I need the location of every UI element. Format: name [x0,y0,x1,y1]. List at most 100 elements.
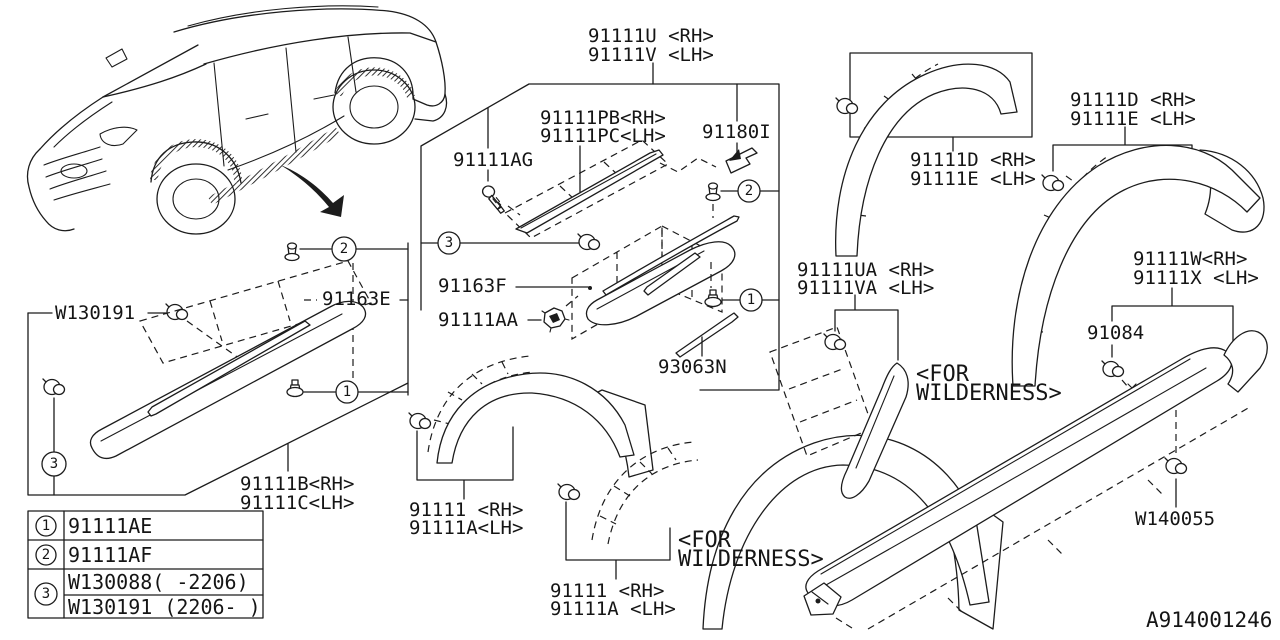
pointer-arrow [282,166,344,217]
group-arch-rear-2: 91111D <RH> 91111E <LH> [1011,89,1265,387]
ref-circle-2-number: 2 [745,183,753,199]
note-for-wilderness-line1: <FOR [678,528,732,553]
label-91111e-lh-2[interactable]: 91111E <LH> [1070,108,1196,130]
ref-circle-1[interactable] [335,380,359,404]
label-91111ag[interactable]: 91111AG [453,149,533,171]
arch-molding-part [1011,144,1261,387]
label-91111pc-lh[interactable]: 91111PC<LH> [540,125,666,147]
label-91111x-lh[interactable]: 91111X <LH> [1133,267,1259,289]
group-side-molding-set: 91111U <RH> 91111V <LH> 91111PB<RH> 9111… [420,25,780,391]
clip-icon [1041,174,1065,192]
molding-edge-trim [602,215,740,296]
clip-icon [1101,360,1125,378]
label-91111c-lh[interactable]: 91111C<LH> [240,492,354,514]
ref-circle-3-number: 3 [50,456,58,472]
label-91111u-rh[interactable]: 91111U <RH> [588,25,714,47]
legend-ref-1: 1 [42,518,50,534]
legend-ref-circle-3 [34,582,58,606]
label-91111w-rh[interactable]: 91111W<RH> [1133,248,1247,270]
ref-circle-2[interactable] [331,236,357,262]
label-91180i[interactable]: 91180I [702,121,771,143]
clip-icon [823,333,847,351]
label-91111aa[interactable]: 91111AA [438,309,519,331]
car-illustration [26,5,448,235]
legend-ref-3: 3 [42,586,50,602]
group-arch-front: 91111 <RH> 91111A<LH> [408,355,654,539]
pin-icon [284,242,300,262]
retainer-part [725,147,758,174]
ref-circle-1-number: 1 [747,292,755,308]
note-for-wilderness-line2: WILDERNESS> [678,547,824,572]
label-91111e-lh[interactable]: 91111E <LH> [910,168,1036,190]
rear-arch-hatch [334,67,415,99]
label-91111ua-rh[interactable]: 91111UA <RH> [797,259,934,281]
rocker-end-kickup [1223,330,1268,393]
clip-icon [557,483,581,501]
label-w130191[interactable]: W130191 [55,302,135,324]
label-91163f[interactable]: 91163F [438,275,507,297]
label-91111b-rh[interactable]: 91111B<RH> [240,473,354,495]
arch-film [769,326,874,457]
label-w140055[interactable]: W140055 [1135,508,1215,530]
note-for-wilderness-rear-line1: <FOR [916,362,970,387]
arch-molding-part [702,434,990,630]
molding-film [139,260,372,364]
bolt-icon [704,289,722,308]
label-93063n[interactable]: 93063N [658,356,727,378]
note-for-wilderness-rear-line2: WILDERNESS> [916,381,1062,406]
rear-door-molding-part [89,300,367,460]
grommet-icon [541,307,570,333]
clip-icon [577,233,601,251]
legend-part-3a[interactable]: W130088( -2206) [68,570,249,594]
rocker-end-cap [803,582,842,616]
front-arch-hatch [150,139,243,183]
diagram-code: A914001246 [1146,608,1272,632]
label-91111d-rh[interactable]: 91111D <RH> [910,149,1036,171]
clip-icon [408,412,432,430]
legend-part-3b[interactable]: W130191 (2206- ) [68,595,261,619]
legend-ref-circle-1 [35,515,57,537]
label-91111a-lh[interactable]: 91111A<LH> [409,517,523,539]
rocker-molding-hatch [207,127,341,206]
label-91111a-lh-wild[interactable]: 91111A <LH> [550,598,676,620]
bolt-icon [286,379,304,398]
label-91111va-lh[interactable]: 91111VA <LH> [797,277,934,299]
rocker-film [835,406,1251,630]
ref-circle-2[interactable] [737,179,761,203]
ref-circle-3[interactable] [41,451,67,477]
protector-93063n-part [675,312,739,358]
group-arch-rear-lower: 91111UA <RH> 91111VA <LH> <FOR WILDERNES… [769,259,1062,499]
arch-molding-part [834,63,1018,257]
legend-row[interactable]: 3 W130088( -2206) W130191 (2206- ) [34,570,261,619]
group-border [849,52,1033,138]
group-rocker-molding-wilderness: 91111W<RH> 91111X <LH> 91084 W140055 [803,248,1268,630]
pin-icon [705,182,721,202]
legend-row[interactable]: 2 91111AF [35,543,152,567]
clip-icon [42,378,66,396]
clip-icon [1164,457,1188,475]
screw-icon [477,184,510,215]
label-91111-rh[interactable]: 91111 <RH> [409,499,523,521]
group-arch-rear-1: 91111D <RH> 91111E <LH> [834,52,1036,257]
label-91111v-lh[interactable]: 91111V <LH> [588,44,714,66]
label-91111pb-rh[interactable]: 91111PB<RH> [540,107,666,129]
label-91111d-rh-2[interactable]: 91111D <RH> [1070,89,1196,111]
legend-part-2[interactable]: 91111AF [68,543,152,567]
legend-border [27,510,264,619]
label-91163e[interactable]: 91163E [322,288,391,310]
group-rear-door-molding: W130191 2 1 3 91163E 91111B<RH> 91111C<L… [27,236,409,514]
label-91084[interactable]: 91084 [1087,322,1144,344]
group-border [27,242,409,496]
ref-circle-1[interactable] [739,288,763,312]
ref-circle-1-number: 1 [343,384,351,400]
legend-row[interactable]: 1 91111AE [35,514,152,538]
label-91111-rh-wild[interactable]: 91111 <RH> [550,580,664,602]
clip-icon [165,303,189,321]
clip-icon [835,97,859,115]
legend-part-1[interactable]: 91111AE [68,514,152,538]
ref-circle-2-number: 2 [340,241,348,257]
ref-circle-3[interactable] [437,231,461,255]
tape-91163e-part [147,320,311,417]
